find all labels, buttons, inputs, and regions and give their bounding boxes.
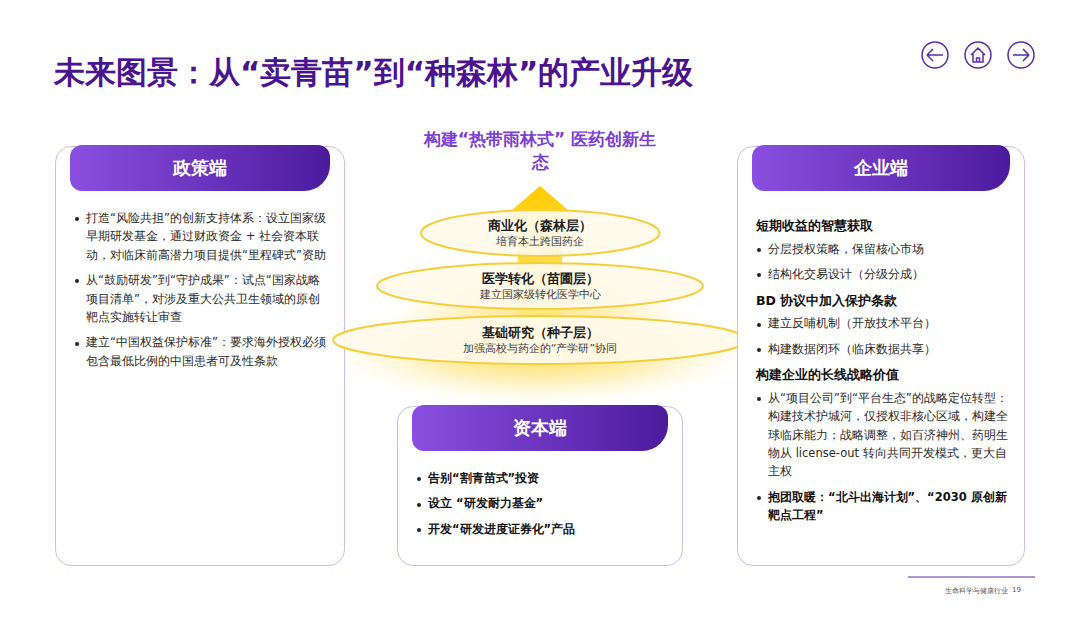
layer-name: 商业化（森林层）: [419, 217, 662, 235]
panel-tab: 政策端: [70, 145, 330, 191]
layer-name: 医学转化（苗圃层）: [375, 270, 705, 288]
bullet-text: 抱团取暖：“北斗出海计划”、“2030 原创新靶点工程”: [756, 488, 1010, 525]
panel-heading: 资本端: [513, 416, 567, 440]
bullet-text: 建立反哺机制（开放技术平台）: [756, 314, 1010, 332]
panel-tab: 企业端: [752, 145, 1010, 191]
bullet-text: 打造“风险共担”的创新支持体系：设立国家级早期研发基金，通过财政资金 + 社会资…: [74, 209, 330, 264]
bullet-text: 分层授权策略，保留核心市场: [756, 240, 1010, 258]
ecosystem-heading: 构建“热带雨林式” 医药创新生态: [420, 128, 660, 174]
bullet-dot: [75, 217, 79, 221]
bullet-dot: [757, 273, 761, 277]
bullet-text: 构建数据闭环（临床数据共享）: [756, 340, 1010, 358]
bullet-text: 从“鼓励研发”到“守护成果”：试点“国家战略项目清单”，对涉及重大公共卫生领域的…: [74, 271, 330, 326]
bullet-text: 建立“中国权益保护标准”：要求海外授权必须包含最低比例的中国患者可及性条款: [74, 333, 330, 370]
layer-desc: 培育本土跨国药企: [419, 234, 662, 249]
forest-layer: 商业化（森林层）培育本土跨国药企: [419, 208, 662, 258]
bullet-dot: [417, 528, 421, 532]
layer-band: [419, 208, 662, 258]
bullet-dot: [757, 248, 761, 252]
panel-tab: 资本端: [412, 405, 668, 451]
bullet-text: 结构化交易设计（分级分成）: [756, 265, 1010, 283]
bullet-text: 从“项目公司”到“平台生态”的战略定位转型：构建技术护城河，仅授权非核心区域，构…: [756, 389, 1010, 481]
seed-layer: 基础研究（种子层）加强高校与药企的“产学研”协同: [331, 314, 749, 366]
nursery-layer: 医学转化（苗圃层）建立国家级转化医学中心: [375, 261, 705, 311]
section-heading: BD 协议中加入保护条款: [756, 292, 1010, 311]
bullet-dot: [75, 279, 79, 283]
bullet-dot: [417, 503, 421, 507]
section-heading: 构建企业的长线战略价值: [756, 366, 1010, 385]
panel-heading: 企业端: [854, 156, 908, 180]
layer-band: [375, 261, 705, 311]
layer-desc: 建立国家级转化医学中心: [375, 287, 705, 302]
layer-name: 基础研究（种子层）: [331, 324, 749, 342]
panel-heading: 政策端: [173, 156, 227, 180]
bullet-dot: [757, 397, 761, 401]
page-title: 未来图景：从“卖青苗”到“种森林”的产业升级: [54, 52, 694, 94]
section-heading: 短期收益的智慧获取: [756, 217, 1010, 236]
bullet-dot: [757, 348, 761, 352]
bullet-dot: [417, 477, 421, 481]
footer-rule: [908, 576, 1035, 577]
policy-panel: 政策端打造“风险共担”的创新支持体系：设立国家级早期研发基金，通过财政资金 + …: [55, 146, 345, 566]
bullet-text: 告别“割青苗式”投资: [416, 469, 668, 487]
bullet-dot: [75, 342, 79, 346]
bullet-text: 设立 “研发耐力基金”: [416, 494, 668, 512]
page-number: 19: [1012, 586, 1036, 594]
capital-panel: 资本端告别“割青苗式”投资设立 “研发耐力基金” 开发“研发进度证券化”产品: [397, 406, 683, 566]
layer-desc: 加强高校与药企的“产学研”协同: [331, 341, 749, 356]
bullet-text: 开发“研发进度证券化”产品: [416, 520, 668, 538]
footer-text: 生命科学与健康行业: [838, 586, 1008, 596]
enterprise-panel: 企业端短期收益的智慧获取分层授权策略，保留核心市场结构化交易设计（分级分成） BD…: [737, 146, 1025, 566]
nav-icons: [922, 42, 1034, 68]
bullet-dot: [757, 323, 761, 327]
bullet-dot: [757, 496, 761, 500]
layer-band: [331, 314, 749, 366]
